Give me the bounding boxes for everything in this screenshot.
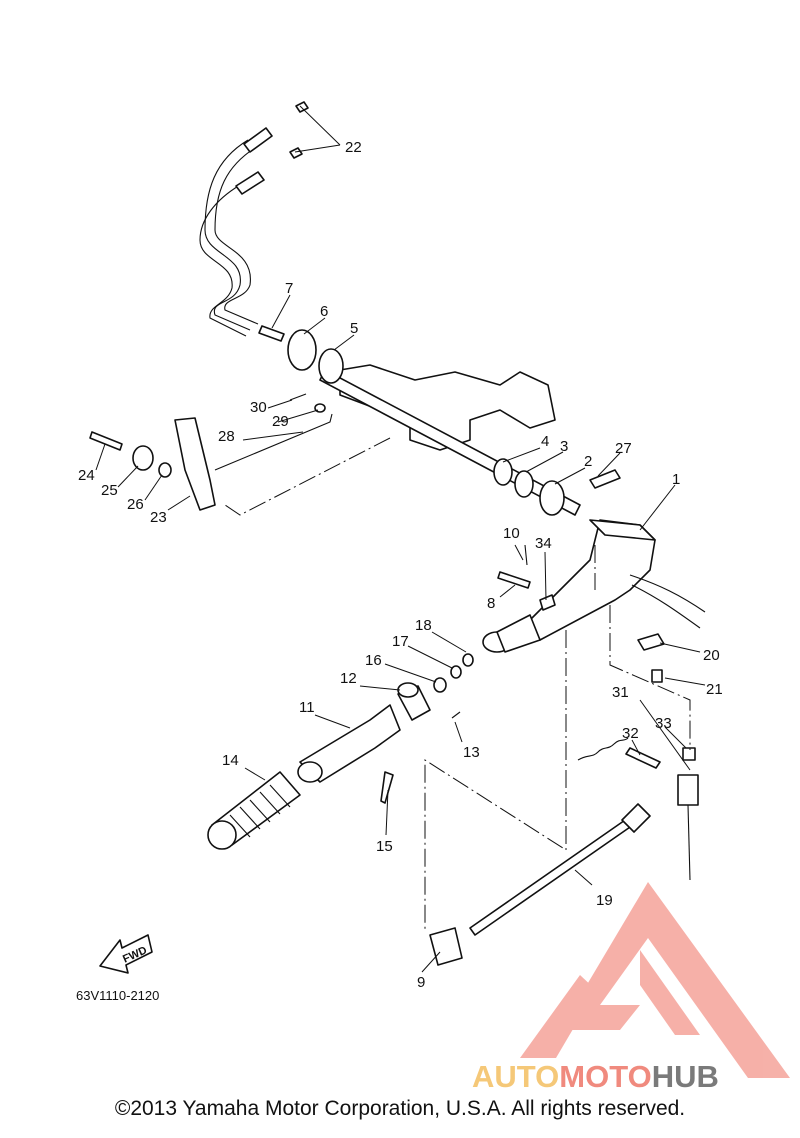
part-6-plate: [287, 329, 317, 371]
label-18: 18: [415, 617, 432, 634]
leader-lines: [95, 105, 706, 973]
label-19: 19: [596, 892, 613, 909]
part-21-bolt: [651, 669, 663, 683]
part-19-shaft: [469, 817, 634, 936]
part-26-nut: [158, 462, 172, 478]
label-16: 16: [365, 652, 382, 669]
part-20-plate: [637, 633, 665, 651]
part-23-lever: [174, 417, 216, 511]
part-9-cover: [429, 927, 463, 966]
part-24-bolt: [89, 431, 123, 451]
part-11-grip-core: [299, 704, 401, 783]
label-29: 29: [272, 413, 289, 430]
part-3-washer: [514, 470, 534, 498]
label-12: 12: [340, 670, 357, 687]
copyright-notice: ©2013 Yamaha Motor Corporation, U.S.A. A…: [114, 1097, 686, 1120]
throttle-cables: [199, 101, 309, 337]
label-13: 13: [463, 744, 480, 761]
watermark-hub: HUB: [652, 1059, 719, 1094]
part-33-cap: [682, 747, 696, 761]
part-25-collar: [132, 445, 154, 471]
label-22: 22: [345, 139, 362, 156]
label-11: 11: [299, 699, 315, 716]
part-15-screw: [380, 771, 394, 804]
label-17: 17: [392, 633, 409, 650]
label-10: 10: [503, 525, 520, 542]
part-number-labels: 22 7 6 5 30 29 28 4 3 27 2 1 24 25 26 23…: [78, 139, 723, 991]
part-7-bolt: [258, 325, 285, 342]
stop-switch: [677, 774, 699, 806]
tiller-handle-body: [529, 519, 656, 641]
label-25: 25: [101, 482, 118, 499]
watermark-moto: MOTO: [559, 1059, 651, 1094]
part-8-bolt: [497, 571, 531, 589]
label-24: 24: [78, 467, 95, 484]
watermark-triangle-logo: [520, 882, 790, 1078]
label-8: 8: [487, 595, 495, 612]
part-5-bushing: [318, 348, 344, 384]
label-1: 1: [672, 471, 680, 488]
fwd-arrow-icon: FWD: [99, 934, 153, 974]
part-18-screw: [462, 653, 474, 667]
part-2-bushing: [539, 480, 565, 516]
label-32: 32: [622, 725, 639, 742]
label-26: 26: [127, 496, 144, 513]
label-3: 3: [560, 438, 568, 455]
label-5: 5: [350, 320, 358, 337]
part-27-plate: [589, 469, 621, 489]
label-27: 27: [615, 440, 632, 457]
watermark-auto: AUTO: [472, 1059, 559, 1094]
part-34-stopper: [539, 594, 556, 611]
label-33: 33: [655, 715, 672, 732]
label-4: 4: [541, 433, 549, 450]
label-20: 20: [703, 647, 720, 664]
guide-line: [224, 437, 391, 516]
label-31: 31: [612, 684, 629, 701]
reference-code: 63V1110-2120: [76, 988, 160, 1003]
part-17-spring: [450, 665, 462, 679]
label-21: 21: [706, 681, 723, 698]
part-32-clip: [625, 747, 661, 769]
part-4-washer: [493, 458, 513, 486]
part-28-rod: [214, 413, 333, 471]
label-28: 28: [218, 428, 235, 445]
label-14: 14: [222, 752, 239, 769]
label-7: 7: [285, 280, 293, 297]
label-23: 23: [150, 509, 167, 526]
part-31-spring: [577, 737, 629, 761]
watermark-brand: AUTOMOTOHUB: [472, 1059, 719, 1094]
label-9: 9: [417, 974, 425, 991]
part-16-washer: [433, 677, 447, 693]
label-30: 30: [250, 399, 267, 416]
label-2: 2: [584, 453, 592, 470]
label-15: 15: [376, 838, 393, 855]
label-6: 6: [320, 303, 328, 320]
part-30-pin: [289, 393, 307, 401]
label-34: 34: [535, 535, 552, 552]
